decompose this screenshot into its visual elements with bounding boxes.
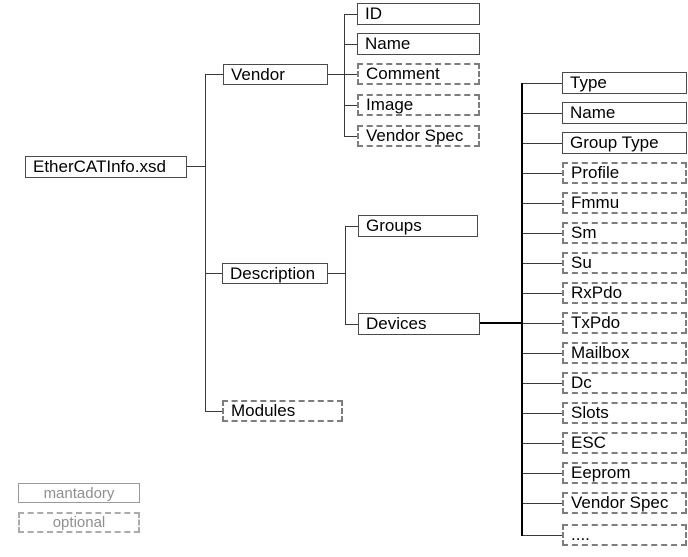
node-fmmu: Fmmu — [562, 192, 687, 214]
connector-stub — [523, 503, 562, 504]
node-vendor-spec: Vendor Spec — [357, 125, 480, 147]
node-id: ID — [357, 3, 480, 25]
node-image: Image — [357, 94, 480, 116]
connector-stub — [523, 263, 562, 264]
node-su: Su — [562, 252, 687, 274]
legend-mandatory: mantadory — [18, 483, 140, 503]
node-type: Type — [562, 72, 687, 94]
connector-devices-out — [480, 322, 521, 324]
node-profile: Profile — [562, 162, 687, 184]
connector-devices-trunk — [521, 83, 523, 536]
connector-stub — [523, 383, 562, 384]
connector-name-in — [345, 44, 357, 45]
node-dc: Dc — [562, 372, 687, 394]
connector-stub — [523, 233, 562, 234]
node-rxpdo: RxPdo — [562, 282, 687, 304]
connector-stub — [523, 113, 562, 114]
node-device-name: Name — [562, 102, 687, 124]
node-group-type: Group Type — [562, 132, 687, 154]
connector-devices-in — [346, 324, 358, 325]
node-ethercatinfo-xsd: EtherCATInfo.xsd — [25, 156, 187, 178]
node-device-vendor-spec: Vendor Spec — [562, 492, 687, 514]
connector-stub — [523, 173, 562, 174]
connector-id-in — [345, 14, 357, 15]
connector-modules-in — [206, 411, 222, 412]
node-slots: Slots — [562, 402, 687, 424]
node-txpdo: TxPdo — [562, 312, 687, 334]
node-ellipsis: .... — [562, 524, 687, 546]
connector-image-in — [345, 105, 357, 106]
connector-vendor-out — [328, 74, 344, 75]
connector-description-out — [328, 273, 345, 274]
connector-stub — [523, 143, 562, 144]
connector-stub — [523, 473, 562, 474]
legend-optional: optional — [18, 512, 140, 533]
node-devices: Devices — [358, 313, 480, 335]
node-esc: ESC — [562, 432, 687, 454]
connector-stub — [523, 293, 562, 294]
connector-root-trunk — [205, 74, 206, 412]
connector-stub — [523, 353, 562, 354]
connector-description-trunk — [345, 226, 346, 325]
connector-stub — [523, 535, 562, 536]
connector-description-in — [206, 273, 222, 274]
node-eeprom: Eeprom — [562, 462, 687, 484]
connector-vendor-trunk — [344, 14, 345, 137]
node-vendor: Vendor — [223, 64, 328, 85]
node-sm: Sm — [562, 222, 687, 244]
node-name: Name — [357, 33, 480, 55]
node-comment: Comment — [357, 63, 480, 85]
connector-comment-in — [345, 74, 357, 75]
node-description: Description — [222, 263, 328, 284]
connector-vendor-in — [206, 74, 223, 75]
connector-stub — [523, 443, 562, 444]
connector-groups-in — [346, 226, 358, 227]
connector-stub — [523, 83, 562, 84]
node-modules: Modules — [222, 400, 343, 422]
connector-stub — [523, 413, 562, 414]
connector-stub — [523, 203, 562, 204]
connector-stub — [523, 323, 562, 324]
node-groups: Groups — [358, 215, 478, 237]
connector-root-out — [187, 166, 205, 167]
node-mailbox: Mailbox — [562, 342, 687, 364]
connector-vendorspec-in — [345, 136, 357, 137]
